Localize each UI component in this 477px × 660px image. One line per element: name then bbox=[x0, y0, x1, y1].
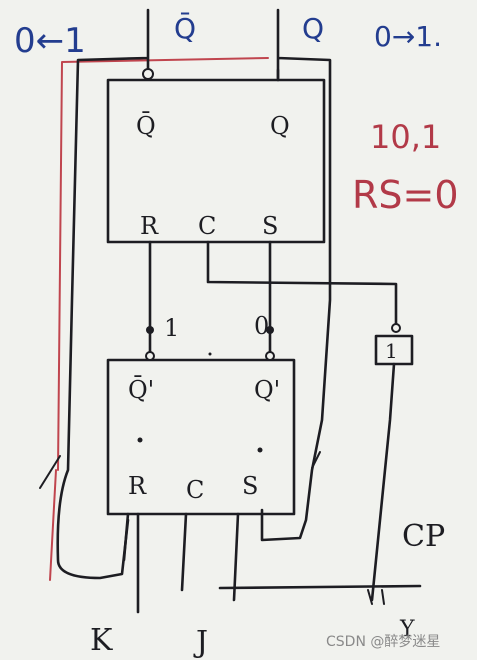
slave-c-mark bbox=[208, 352, 212, 356]
slave-qbar-bubble bbox=[145, 351, 155, 361]
cp-wire bbox=[370, 362, 396, 602]
slave-latch-box bbox=[106, 358, 296, 516]
right-feedback-wire bbox=[260, 8, 332, 542]
slave-r-label: R bbox=[128, 472, 147, 500]
slave-c-label: C bbox=[186, 476, 204, 504]
inverter-label: 1 bbox=[385, 339, 398, 363]
k-input-label: K bbox=[90, 623, 113, 658]
master-q-label: Q bbox=[270, 112, 290, 140]
inverter-bubble bbox=[391, 323, 401, 333]
slave-s-mark bbox=[257, 447, 263, 453]
red-feedback-wire bbox=[49, 57, 269, 581]
slave-s-label: S bbox=[242, 472, 258, 500]
clock-wire bbox=[206, 240, 398, 332]
y-label: Y bbox=[399, 617, 415, 642]
master-qbar-label: Q̄ bbox=[136, 112, 156, 140]
c-input-wire bbox=[180, 512, 188, 592]
j-input-label: J bbox=[193, 625, 208, 660]
slave-q-label: Q' bbox=[254, 376, 280, 404]
master-qbar-bubble bbox=[142, 68, 154, 80]
k-feedback-join bbox=[122, 512, 130, 562]
slave-qbar-label: Q̄' bbox=[128, 376, 154, 404]
j-input-wire bbox=[232, 512, 240, 602]
master-s-label: S bbox=[262, 212, 278, 240]
slave-q-bubble bbox=[265, 351, 275, 361]
master-r-label: R bbox=[140, 212, 159, 240]
s-wire-junction-dot bbox=[266, 326, 274, 334]
cp-input-label: CP bbox=[402, 519, 445, 554]
master-latch-box bbox=[106, 78, 326, 244]
top-q-label: Q bbox=[302, 12, 324, 45]
r-wire-junction-dot bbox=[146, 326, 154, 334]
state-note: 10,1 bbox=[370, 118, 441, 156]
right-slash-mark bbox=[311, 451, 321, 469]
condition-note: RS=0 bbox=[352, 173, 459, 217]
slave-r-mark bbox=[137, 437, 143, 443]
cp-bus-wire bbox=[218, 584, 422, 590]
left-slash-mark bbox=[39, 455, 61, 489]
left-transition-note: 0←1 bbox=[14, 21, 86, 61]
s-wire-value: 0 bbox=[254, 312, 269, 340]
r-wire-value: 1 bbox=[164, 314, 179, 342]
left-feedback-wire bbox=[56, 8, 150, 580]
master-c-label: C bbox=[198, 212, 216, 240]
csdn-watermark: CSDN @醉梦迷星 bbox=[326, 634, 440, 650]
cp-ticks bbox=[367, 589, 385, 605]
top-qbar-label: Q̄ bbox=[174, 11, 196, 45]
right-transition-note: 0→1. bbox=[374, 20, 442, 53]
